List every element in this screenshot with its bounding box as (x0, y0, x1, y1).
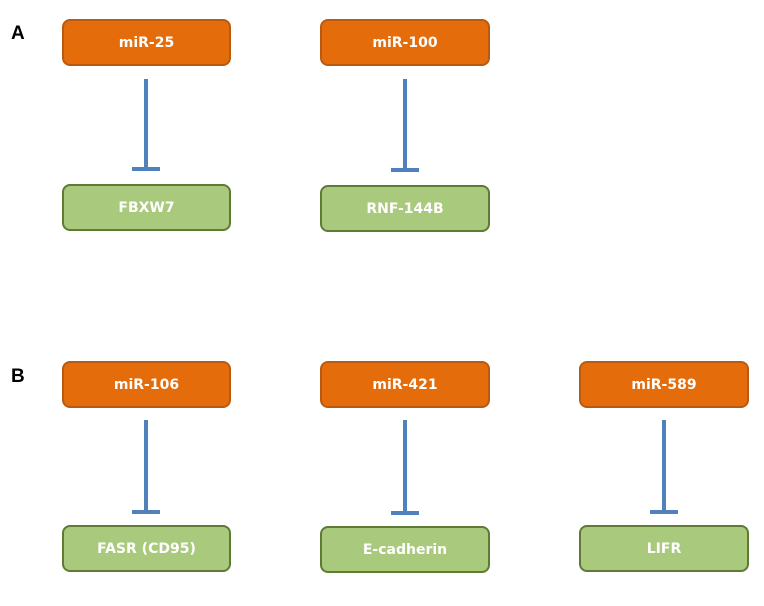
panel-label-b: B (11, 366, 25, 387)
mirna-node-mir-106: miR-106 (62, 361, 231, 408)
target-node-fbxw7: FBXW7 (62, 184, 231, 231)
target-node-fasr-cd95: FASR (CD95) (62, 525, 231, 572)
target-node-rnf-144b: RNF-144B (320, 185, 490, 232)
inhibition-bar-mir-589 (650, 510, 678, 514)
inhibition-bar-mir-25 (132, 167, 160, 171)
target-node-lifr: LIFR (579, 525, 749, 572)
inhibition-edge-mir-100 (403, 79, 407, 170)
inhibition-bar-mir-106 (132, 510, 160, 514)
mirna-node-mir-100: miR-100 (320, 19, 490, 66)
inhibition-bar-mir-421 (391, 511, 419, 515)
inhibition-edge-mir-421 (403, 420, 407, 513)
inhibition-bar-mir-100 (391, 168, 419, 172)
target-node-e-cadherin: E-cadherin (320, 526, 490, 573)
inhibition-edge-mir-589 (662, 420, 666, 512)
mirna-node-mir-421: miR-421 (320, 361, 490, 408)
panel-label-a: A (11, 23, 25, 44)
mirna-node-mir-589: miR-589 (579, 361, 749, 408)
mirna-node-mir-25: miR-25 (62, 19, 231, 66)
inhibition-edge-mir-106 (144, 420, 148, 512)
inhibition-edge-mir-25 (144, 79, 148, 169)
